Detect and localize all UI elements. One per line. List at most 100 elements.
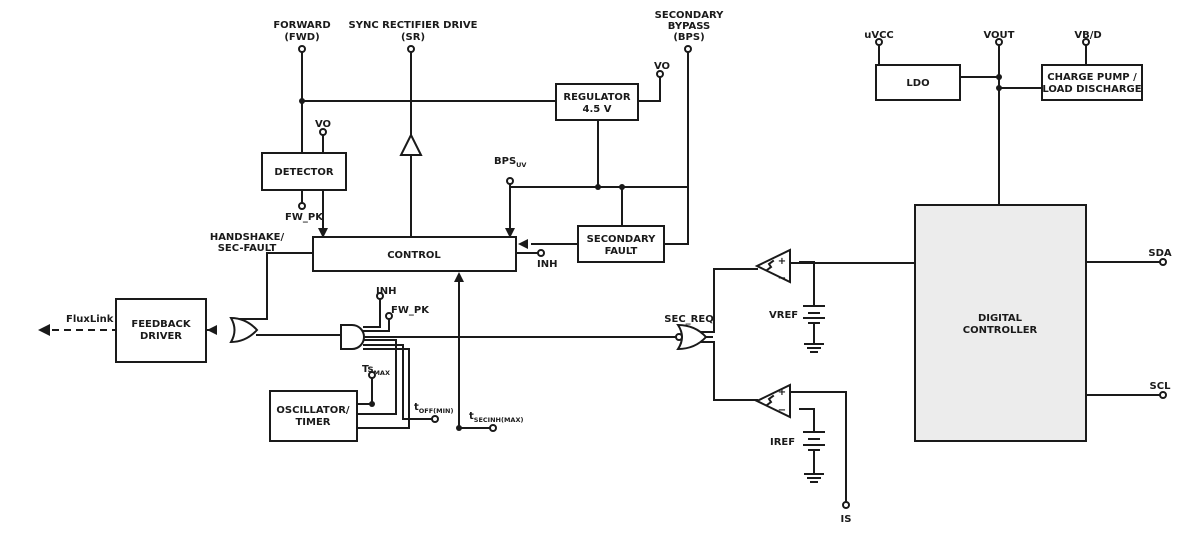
regulator-voltage: 4.5 V [583,104,612,115]
comparator-iref-icon [754,383,791,419]
label-vo-regulator: VO [654,61,670,72]
ldo-block: LDO [875,64,961,101]
charge-pump-label-2: LOAD DISCHARGE [1042,84,1141,95]
label-bps-uv: BPSUV [494,156,526,169]
comparator-vref-plus: + [778,256,786,267]
arrow-fluxlink [38,324,50,336]
label-ts-max: TsMAX [362,364,390,377]
vref-source-icon [803,305,825,324]
label-toff-min: tOFF(MIN) [414,402,453,415]
pin-labels: FORWARD (FWD) SYNC RECTIFIER DRIVE (SR) … [66,10,1172,525]
pin-vo-regulator [656,70,664,78]
label-sec-req: SEC_REQ [664,314,713,325]
label-vbd: VB/D [1074,30,1101,41]
secondary-fault-label-2: FAULT [605,246,638,257]
pin-toff-min [431,415,439,423]
label-handshake-2: SEC-FAULT [218,243,277,254]
label-uvcc: uVCC [864,30,894,41]
or-gate-feedback-icon [229,316,259,344]
label-vo-detector: VO [315,119,331,130]
comparator-vref-minus: − [778,273,786,284]
pin-is [842,501,850,509]
hysteresis-icon [765,259,775,272]
pin-vo-detector [319,128,327,136]
label-tsecinh-max: tSECINH(MAX) [469,411,523,424]
digital-controller-label-2: CONTROLLER [963,325,1038,336]
label-forward: FORWARD [273,20,330,31]
comparator-iref: + − [754,383,791,419]
secondary-fault-block: SECONDARY FAULT [577,225,665,263]
and-gate-icon [340,324,365,350]
label-secondary-bypass-2: BYPASS [668,21,710,32]
pin-vout [995,38,1003,46]
label-sda: SDA [1148,248,1172,259]
label-secondary-bypass-1: SECONDARY [655,10,724,21]
label-fw-pk-gate: FW_PK [391,305,430,316]
arrow-or-to-driver [207,325,217,335]
charge-pump-label-1: CHARGE PUMP / [1047,72,1137,83]
charge-pump-block: CHARGE PUMP / LOAD DISCHARGE [1041,64,1143,101]
detector-block: DETECTOR [261,152,347,191]
comparator-iref-plus: + [778,387,786,398]
arrow-detector-to-control [318,228,328,238]
iref-source-icon [803,431,825,451]
wires [52,44,1161,503]
label-iref: IREF [770,437,795,448]
pin-tsecinh-max [489,424,497,432]
pin-forward [298,45,306,53]
pin-uvcc [875,38,883,46]
pin-fw-pk-detector [298,202,306,210]
pin-inh-gate [376,292,384,300]
pin-secondary-bypass [684,45,692,53]
digital-controller-label-1: DIGITAL [978,313,1023,324]
arrow-fault-to-control [518,239,528,249]
sr-buffer-icon [399,132,423,156]
oscillator-timer-block: OSCILLATOR/ TIMER [269,390,358,442]
label-inh-gate: INH [376,286,396,297]
label-inh-control: INH [537,259,557,270]
label-fluxlink: FluxLink [66,314,114,325]
arrow-bpsuv-to-control [505,228,515,238]
oscillator-label-2: TIMER [295,417,330,428]
pin-sync-rectifier [407,45,415,53]
hysteresis-icon [765,394,775,407]
arrow-tsecinh-to-control [454,272,464,282]
label-vref: VREF [769,310,798,321]
pin-vbd [1082,38,1090,46]
comparator-iref-minus: − [778,405,786,416]
control-block: CONTROL [312,236,517,272]
digital-controller-block: DIGITAL CONTROLLER [914,204,1087,442]
oscillator-label-1: OSCILLATOR/ [276,405,349,416]
feedback-driver-block: FEEDBACK DRIVER [115,298,207,363]
regulator-block: REGULATOR 4.5 V [555,83,639,121]
feedback-driver-label-1: FEEDBACK [131,319,191,330]
pin-scl [1159,391,1167,399]
label-secondary-bypass-abbr: (BPS) [673,32,704,43]
feedback-driver-label-2: DRIVER [140,331,182,342]
pin-ts-max [368,371,376,379]
pin-inh-control [537,249,545,257]
label-fw-pk-detector: FW_PK [285,212,324,223]
ldo-label: LDO [906,78,929,89]
label-sync-rectifier-abbr: (SR) [401,32,425,43]
detector-label: DETECTOR [274,167,333,178]
label-scl: SCL [1150,381,1172,392]
pin-sda [1159,258,1167,266]
label-handshake-1: HANDSHAKE/ [210,232,285,243]
pin-fw-pk-gate [385,312,393,320]
junction-dots [299,74,1002,431]
label-forward-abbr: (FWD) [284,32,319,43]
control-label: CONTROL [387,250,441,261]
pin-terminals [298,38,1167,509]
label-sync-rectifier: SYNC RECTIFIER DRIVE [349,20,478,31]
label-is: IS [841,514,852,525]
comparator-vref: + − [754,248,791,284]
secondary-fault-label-1: SECONDARY [587,234,656,245]
arrowheads [38,132,528,336]
comparator-vref-icon [754,248,791,284]
pin-bps-uv [506,177,514,185]
regulator-label: REGULATOR [563,92,631,103]
or-gate-secreq-bubble-icon [675,333,683,341]
label-vout: VOUT [983,30,1014,41]
